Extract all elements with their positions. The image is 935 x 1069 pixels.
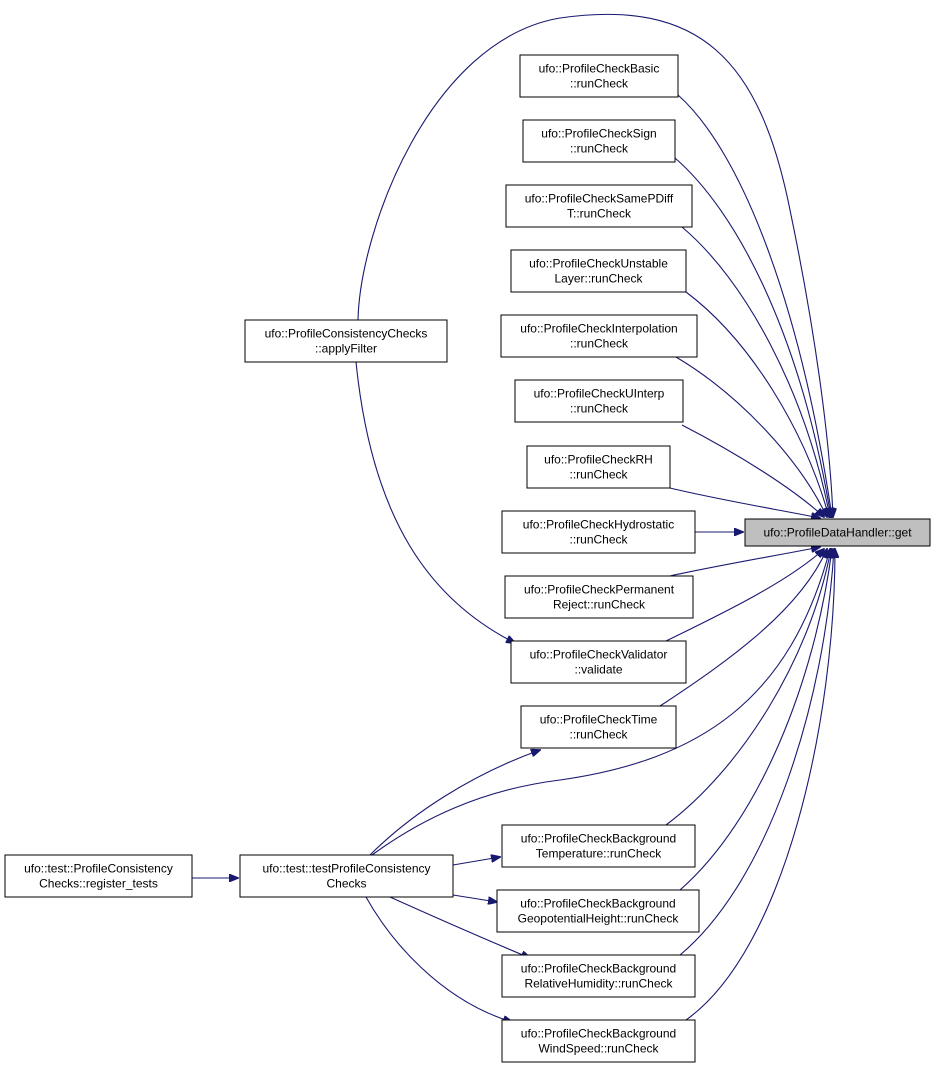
node-box [504,575,694,619]
node-bgtemp[interactable]: ufo::ProfileCheckBackgroundTemperature::… [501,824,696,868]
node-label-line: ::applyFilter [315,342,377,356]
node-label-line: ::runCheck [570,77,629,91]
node-label-line: Checks::register_tests [39,877,158,891]
node-box [744,518,931,547]
edge-testpcc-to-bggeo [452,894,497,902]
node-sign[interactable]: ufo::ProfileCheckSign::runCheck [522,119,676,163]
node-label-line: ufo::ProfileCheckBasic [539,62,660,76]
node-label-line: ufo::ProfileCheckValidator [530,648,668,662]
edge-testpcc-to-bgwind [365,896,512,1022]
node-box [501,510,696,554]
node-label-line: ufo::ProfileCheckUInterp [534,387,665,401]
edge-sign-to-get [674,157,831,517]
edge-uinterp-to-get [681,424,824,517]
edge-samepdiff-to-get [681,226,830,517]
node-label-line: ::runCheck [569,728,628,742]
node-label-line: ::runCheck [569,468,628,482]
node-label-line: ufo::ProfileCheckBackground [521,1027,676,1041]
edge-bggeo-to-get [679,549,832,891]
node-label-line: ufo::test::ProfileConsistency [24,862,173,876]
edge-rh-to-get [669,487,820,518]
node-label-line: GeopotentialHeight::runCheck [518,912,680,926]
edge-bgrh-to-get [679,549,834,956]
node-box [510,249,687,293]
node-label-line: ::runCheck [569,533,628,547]
node-label-line: Temperature::runCheck [536,847,662,861]
node-label-line: ::validate [574,663,622,677]
node-label-line: ufo::ProfileCheckSamePDiff [525,192,674,206]
edge-applyfilter-to-validator [355,361,515,643]
edge-interp-to-get [675,356,827,517]
node-label-line: ufo::test::testProfileConsistency [262,862,430,876]
edge-bgtemp-to-get [665,549,831,826]
node-uinterp[interactable]: ufo::ProfileCheckUInterp::runCheck [514,379,684,423]
node-label-line: ufo::ProfileCheckPermanent [524,583,675,597]
node-box [4,854,193,898]
node-permreject[interactable]: ufo::ProfileCheckPermanentReject::runChe… [504,575,694,619]
node-label-line: ufo::ProfileCheckUnstable [529,257,668,271]
node-label-line: ufo::ProfileDataHandler::get [763,526,912,540]
node-hydro[interactable]: ufo::ProfileCheckHydrostatic::runCheck [501,510,696,554]
node-box [501,824,696,868]
node-label-line: T::runCheck [567,207,632,221]
node-label-line: ufo::ProfileCheckBackground [521,962,676,976]
node-rh[interactable]: ufo::ProfileCheckRH::runCheck [526,445,671,489]
node-time[interactable]: ufo::ProfileCheckTime::runCheck [520,705,677,749]
node-label-line: Checks [326,877,366,891]
node-basic[interactable]: ufo::ProfileCheckBasic::runCheck [519,54,679,98]
node-box [526,445,671,489]
node-bggeo[interactable]: ufo::ProfileCheckBackgroundGeopotentialH… [496,889,700,933]
node-label-line: ufo::ProfileCheckBackground [521,832,676,846]
node-label-line: Reject::runCheck [553,598,646,612]
node-get[interactable]: ufo::ProfileDataHandler::get [744,518,931,547]
edge-testpcc-to-get [371,549,830,856]
node-box [501,954,696,998]
node-interp[interactable]: ufo::ProfileCheckInterpolation::runCheck [500,314,698,358]
node-label-line: WindSpeed::runCheck [538,1042,659,1056]
node-box [520,705,677,749]
edge-validator-to-get [665,549,824,642]
node-box [500,314,698,358]
edge-testpcc-to-bgtemp [452,857,500,866]
node-label-line: RelativeHumidity::runCheck [524,977,673,991]
node-label-line: ::runCheck [570,337,629,351]
node-label-line: ufo::ProfileCheckRH [544,453,653,467]
node-label-line: ufo::ProfileCheckTime [540,713,658,727]
edge-testpcc-to-time [369,750,540,856]
node-box [244,319,448,363]
node-validator[interactable]: ufo::ProfileCheckValidator::validate [510,640,687,684]
node-label-line: ufo::ProfileConsistencyChecks [265,327,428,341]
edge-testpcc-to-bgrh [389,896,530,958]
edge-permreject-to-get [669,547,820,577]
node-bgwind[interactable]: ufo::ProfileCheckBackgroundWindSpeed::ru… [501,1019,696,1063]
node-label-line: ::runCheck [570,142,629,156]
node-label-line: ufo::ProfileCheckBackground [520,897,675,911]
node-box [522,119,676,163]
node-bgrh[interactable]: ufo::ProfileCheckBackgroundRelativeHumid… [501,954,696,998]
node-box [496,889,700,933]
edge-time-to-get [659,549,827,707]
node-box [514,379,684,423]
node-label-line: Layer::runCheck [554,272,643,286]
node-box [510,640,687,684]
node-applyfilter[interactable]: ufo::ProfileConsistencyChecks::applyFilt… [244,319,448,363]
node-label-line: ufo::ProfileCheckSign [541,127,656,141]
node-label-line: ufo::ProfileCheckHydrostatic [523,518,674,532]
edge-applyfilter-to-get [357,13,833,517]
node-box [505,184,693,228]
node-register[interactable]: ufo::test::ProfileConsistencyChecks::reg… [4,854,193,898]
edge-bgwind-to-get [685,549,835,1021]
edge-unstable-to-get [685,291,829,517]
node-label-line: ::runCheck [570,402,629,416]
node-box [501,1019,696,1063]
node-box [239,854,454,898]
edge-basic-to-get [677,94,832,517]
node-label-line: ufo::ProfileCheckInterpolation [520,322,677,336]
node-box [519,54,679,98]
